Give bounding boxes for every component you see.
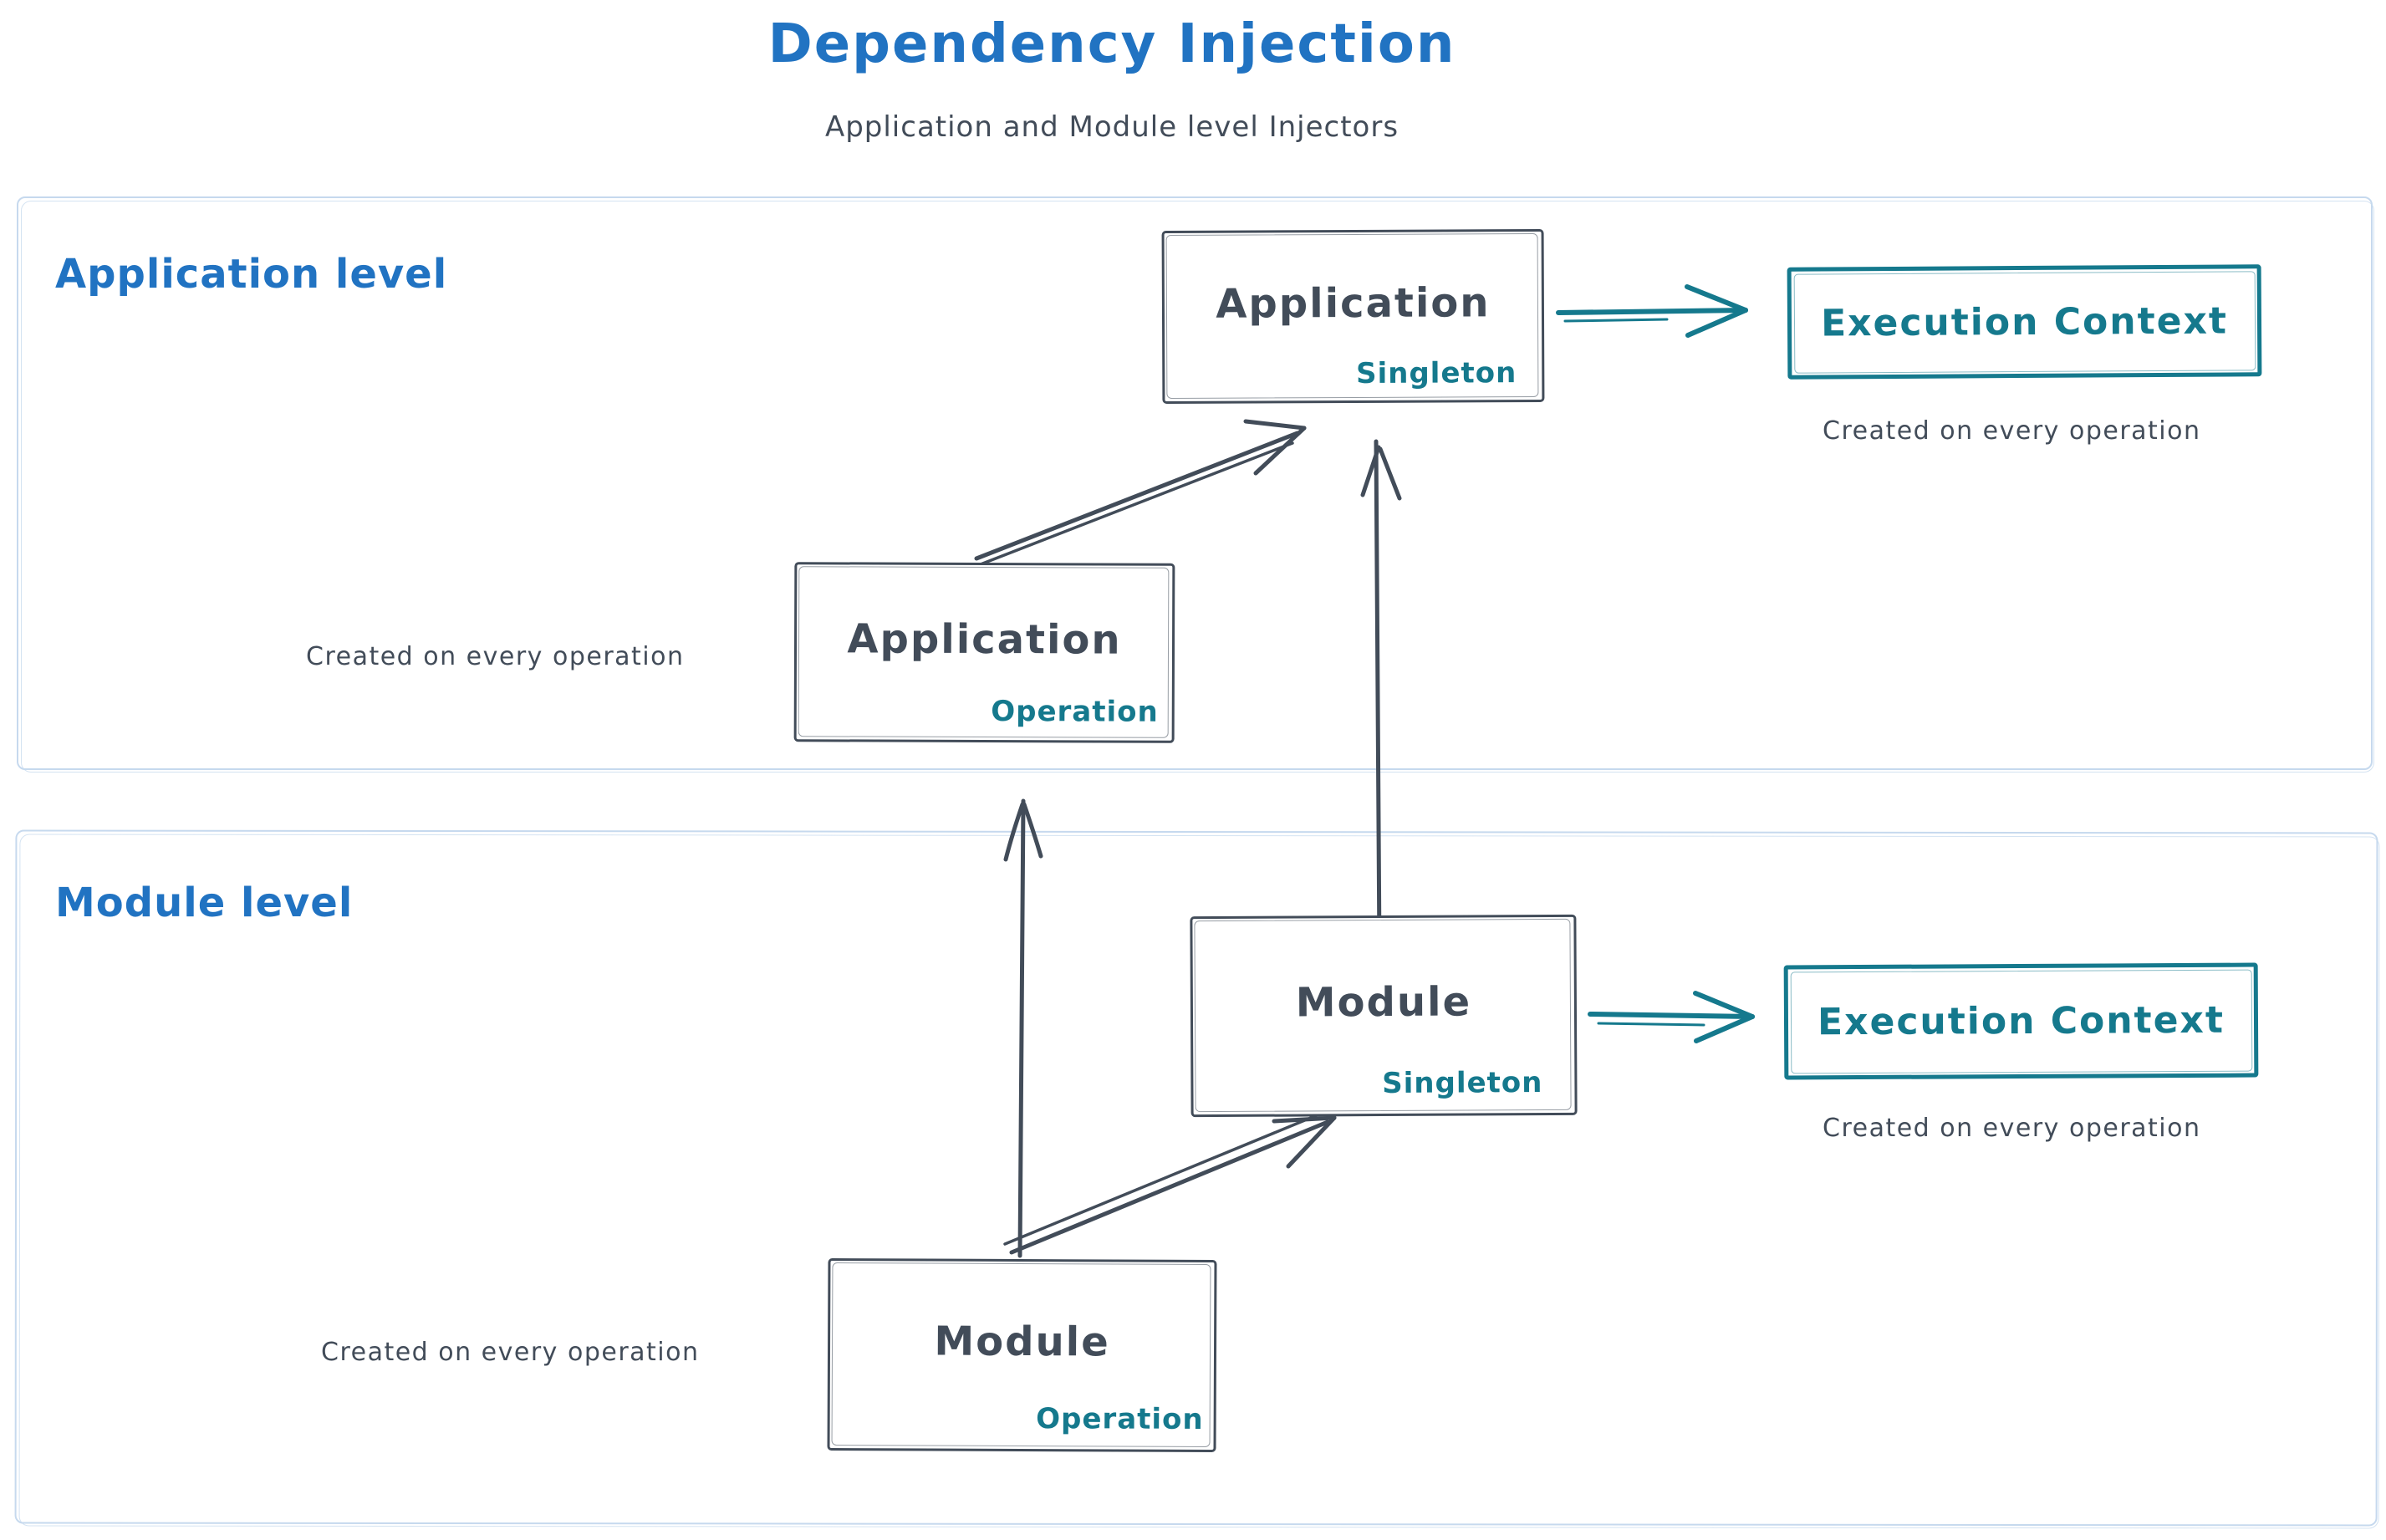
module-execution-context-box: Execution Context [1783,962,2259,1080]
app-operation-box: Application Operation [793,562,1175,743]
app-singleton-scope: Singleton [1355,356,1517,390]
page-title: Dependency Injection [767,13,1456,75]
module-singleton-name: Module [1295,978,1472,1027]
module-singleton-scope: Singleton [1382,1066,1543,1101]
app-singleton-box: Application Singleton [1161,229,1545,404]
application-level-label: Application level [55,251,448,298]
app-execution-context-caption: Created on every operation [1823,416,2201,446]
page-subtitle: Application and Module level Injectors [824,110,1399,144]
app-singleton-name: Application [1216,278,1491,328]
module-operation-box: Module Operation [827,1257,1217,1453]
module-singleton-box: Module Singleton [1190,914,1578,1118]
app-operation-caption: Created on every operation [306,642,685,671]
module-level-label: Module level [55,880,354,926]
module-operation-name: Module [934,1318,1110,1366]
app-operation-name: Application [847,614,1122,664]
module-operation-scope: Operation [1036,1402,1204,1436]
module-operation-caption: Created on every operation [321,1338,700,1367]
app-execution-context-label: Execution Context [1820,299,2229,344]
module-execution-context-caption: Created on every operation [1823,1114,2201,1143]
module-execution-context-label: Execution Context [1817,998,2225,1044]
app-execution-context-box: Execution Context [1787,264,2262,380]
app-operation-scope: Operation [991,695,1159,729]
